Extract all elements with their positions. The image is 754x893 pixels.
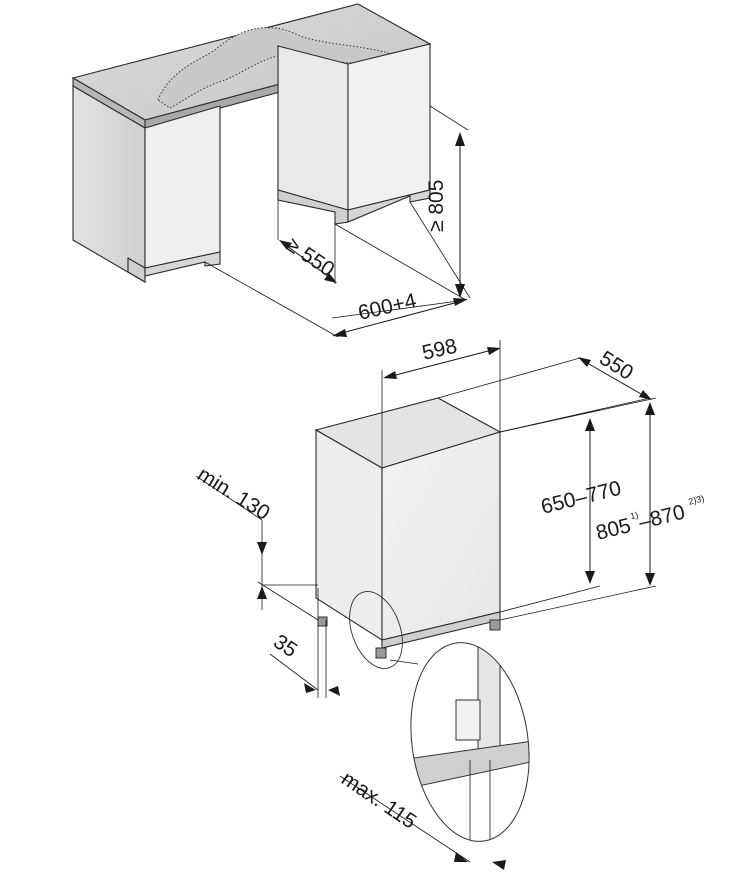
appliance-height-range-label: 650–770 (539, 477, 624, 519)
svg-text:805: 805 (594, 514, 634, 545)
kitchen-niche-illustration (71, 3, 471, 338)
plinth-height-label: min. 130 (193, 463, 273, 525)
right-cabinet-front (347, 43, 431, 211)
door-protrusion-label: max. 115 (337, 767, 420, 834)
niche-height-label: ≥ 805 (425, 180, 448, 232)
niche-width-label: 600+4 (356, 289, 419, 325)
dishwasher-illustration (195, 340, 657, 870)
svg-text:1): 1) (629, 510, 639, 522)
svg-text:2)3): 2)3) (687, 493, 705, 507)
zoom-detail (399, 634, 541, 850)
dishwasher-door (381, 431, 501, 641)
right-cabinet-inner-side (277, 45, 349, 211)
detail-marker-circle (349, 591, 403, 669)
foot-left (375, 647, 387, 659)
foot-right (489, 619, 501, 631)
svg-text:–870: –870 (636, 501, 687, 535)
niche-depth-label: ≥ 550 (282, 233, 338, 281)
left-cabinet-front (144, 105, 221, 269)
appliance-depth-label: 550 (595, 347, 637, 385)
